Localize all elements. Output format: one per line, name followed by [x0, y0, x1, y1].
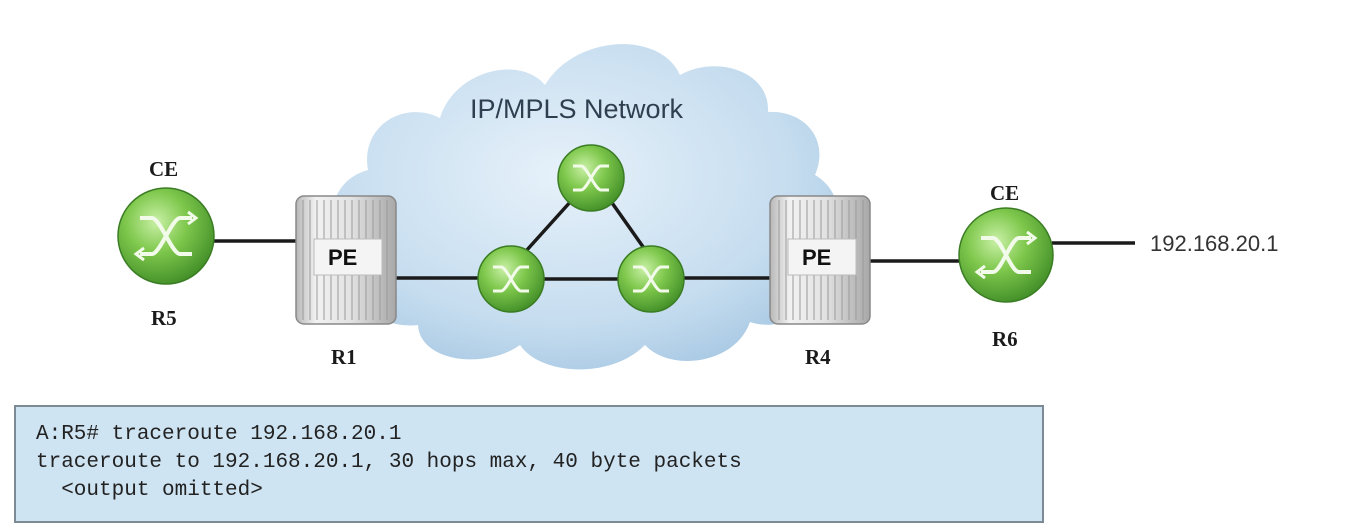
- destination-ip-label: 192.168.20.1: [1150, 231, 1278, 256]
- pe-chassis-icon: [769, 195, 871, 325]
- terminal-output: A:R5# traceroute 192.168.20.1 traceroute…: [14, 405, 1044, 523]
- r1-role-label: PE: [328, 245, 357, 270]
- link-core-left-top: [524, 198, 574, 253]
- pe-chassis-icon: [295, 195, 397, 325]
- r6-name-label: R6: [992, 327, 1018, 351]
- core-router-left: [477, 245, 545, 313]
- router-arrows-icon: [958, 207, 1054, 303]
- r5-name-label: R5: [151, 306, 177, 330]
- router-arrows-icon: [557, 144, 625, 212]
- router-r6: CE R6: [958, 181, 1054, 351]
- terminal-line-command: A:R5# traceroute 192.168.20.1: [36, 423, 402, 446]
- router-arrows-icon: [617, 245, 685, 313]
- router-r1: PE R1: [295, 195, 397, 369]
- r6-role-label: CE: [990, 181, 1019, 205]
- r4-role-label: PE: [802, 245, 831, 270]
- r1-name-label: R1: [331, 345, 357, 369]
- cloud-title: IP/MPLS Network: [470, 94, 684, 124]
- links: [214, 198, 1135, 281]
- router-r4: PE R4: [769, 195, 871, 369]
- r4-name-label: R4: [805, 345, 831, 369]
- core-router-top: [557, 144, 625, 212]
- terminal-line-result: traceroute to 192.168.20.1, 30 hops max,…: [36, 451, 742, 474]
- router-arrows-icon: [117, 187, 215, 285]
- r5-role-label: CE: [149, 157, 178, 181]
- router-r5: CE R5: [117, 157, 215, 330]
- router-arrows-icon: [477, 245, 545, 313]
- core-router-right: [617, 245, 685, 313]
- link-core-top-right: [608, 198, 648, 253]
- terminal-line-omitted: <output omitted>: [36, 479, 263, 502]
